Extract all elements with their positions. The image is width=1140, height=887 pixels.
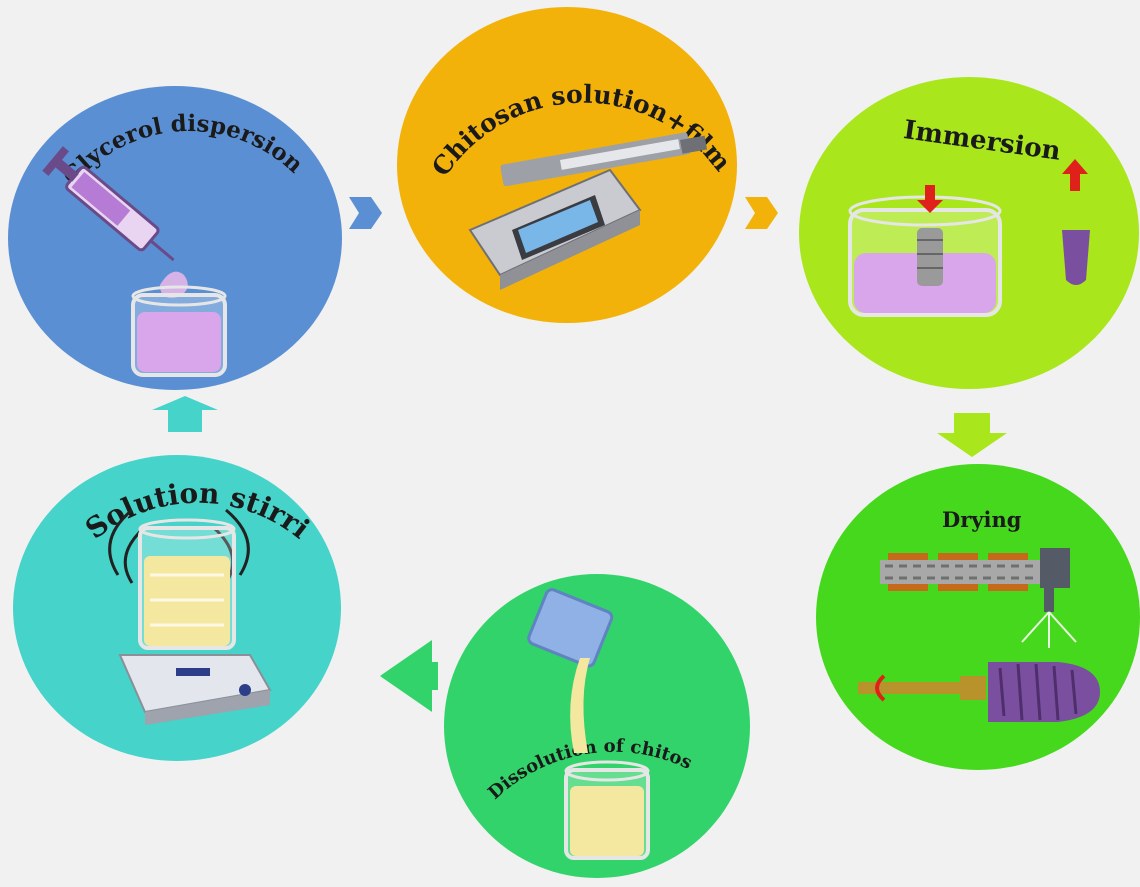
beaker-glycerol-icon — [131, 285, 227, 377]
arrow-glycerol-to-chitosan — [349, 197, 382, 229]
drill-implant-icon — [858, 662, 1100, 722]
pouring-cup-icon — [527, 588, 614, 668]
stage-circle-dissolution — [444, 574, 750, 878]
down-arrow-icon — [917, 185, 943, 213]
pouring-stream-icon — [570, 658, 590, 753]
arrow-immersion-to-drying — [937, 413, 1007, 457]
spray-icon — [1021, 611, 1077, 648]
syringe-icon — [42, 146, 175, 262]
up-arrow-icon — [1062, 159, 1088, 191]
arrow-dissolution-to-stirring — [380, 640, 432, 712]
droplet-icon — [160, 271, 188, 298]
coated-implant-icon — [1062, 230, 1090, 285]
beaker-dissolution-icon — [564, 760, 650, 860]
implant-immersed-icon — [917, 228, 943, 286]
arrow-dissolution-to-stirring-shaft — [416, 662, 438, 690]
label-drying: Drying — [942, 507, 1022, 532]
syringe-pump-icon — [468, 132, 708, 290]
beaker-stirring-icon — [138, 518, 236, 650]
arrow-chitosan-to-immersion — [745, 197, 778, 229]
stage-circle-glycerol — [8, 86, 342, 390]
arrow-stirring-to-glycerol — [152, 396, 218, 432]
extruder-icon — [880, 548, 1070, 612]
hot-plate-stirrer-icon — [118, 654, 272, 725]
